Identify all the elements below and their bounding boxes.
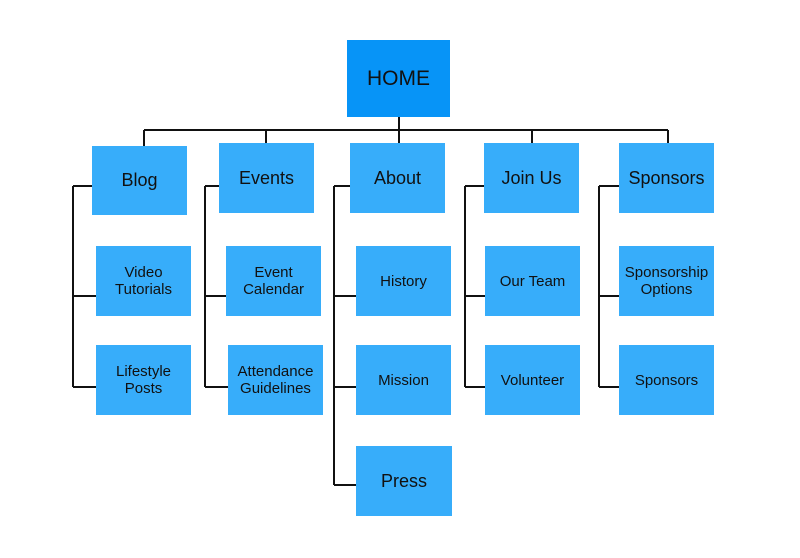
section-joinus-label: Join Us bbox=[501, 167, 562, 188]
sponsors-child-sponsors-label: Sponsors bbox=[634, 371, 699, 389]
about-child-mission[interactable]: Mission bbox=[356, 345, 451, 415]
events-child-attendance-guidelines-label: Attendance Guidelines bbox=[237, 363, 314, 397]
joinus-child-our-team[interactable]: Our Team bbox=[485, 246, 580, 316]
sponsors-child-sponsors[interactable]: Sponsors bbox=[619, 345, 714, 415]
events-child-attendance-guidelines[interactable]: Attendance Guidelines bbox=[228, 345, 323, 415]
about-child-history-label: History bbox=[380, 272, 427, 290]
section-about-node[interactable]: About bbox=[350, 143, 445, 213]
section-joinus-node[interactable]: Join Us bbox=[484, 143, 579, 213]
blog-child-video-tutorials[interactable]: Video Tutorials bbox=[96, 246, 191, 316]
joinus-child-volunteer[interactable]: Volunteer bbox=[485, 345, 580, 415]
section-events-label: Events bbox=[238, 167, 295, 188]
joinus-child-volunteer-label: Volunteer bbox=[500, 371, 565, 389]
about-child-press-label: Press bbox=[380, 470, 427, 491]
home-label: HOME bbox=[367, 66, 430, 90]
section-blog-node[interactable]: Blog bbox=[92, 146, 187, 215]
about-child-history[interactable]: History bbox=[356, 246, 451, 316]
events-child-event-calendar-label: Event Calendar bbox=[243, 264, 304, 298]
about-child-press[interactable]: Press bbox=[356, 446, 452, 516]
about-child-mission-label: Mission bbox=[378, 371, 429, 389]
section-events-node[interactable]: Events bbox=[219, 143, 314, 213]
section-about-label: About bbox=[373, 167, 422, 188]
home-node[interactable]: HOME bbox=[347, 40, 450, 117]
joinus-child-our-team-label: Our Team bbox=[499, 272, 566, 290]
blog-child-lifestyle-posts[interactable]: Lifestyle Posts bbox=[96, 345, 191, 415]
blog-child-lifestyle-posts-label: Lifestyle Posts bbox=[115, 363, 172, 397]
sponsors-child-sponsorship-options-label: Sponsorship Options bbox=[624, 264, 709, 298]
section-sponsors-node[interactable]: Sponsors bbox=[619, 143, 714, 213]
events-child-event-calendar[interactable]: Event Calendar bbox=[226, 246, 321, 316]
section-blog-label: Blog bbox=[121, 170, 158, 190]
section-sponsors-label: Sponsors bbox=[628, 167, 705, 188]
sponsors-child-sponsorship-options[interactable]: Sponsorship Options bbox=[619, 246, 714, 316]
blog-child-video-tutorials-label: Video Tutorials bbox=[115, 264, 172, 298]
